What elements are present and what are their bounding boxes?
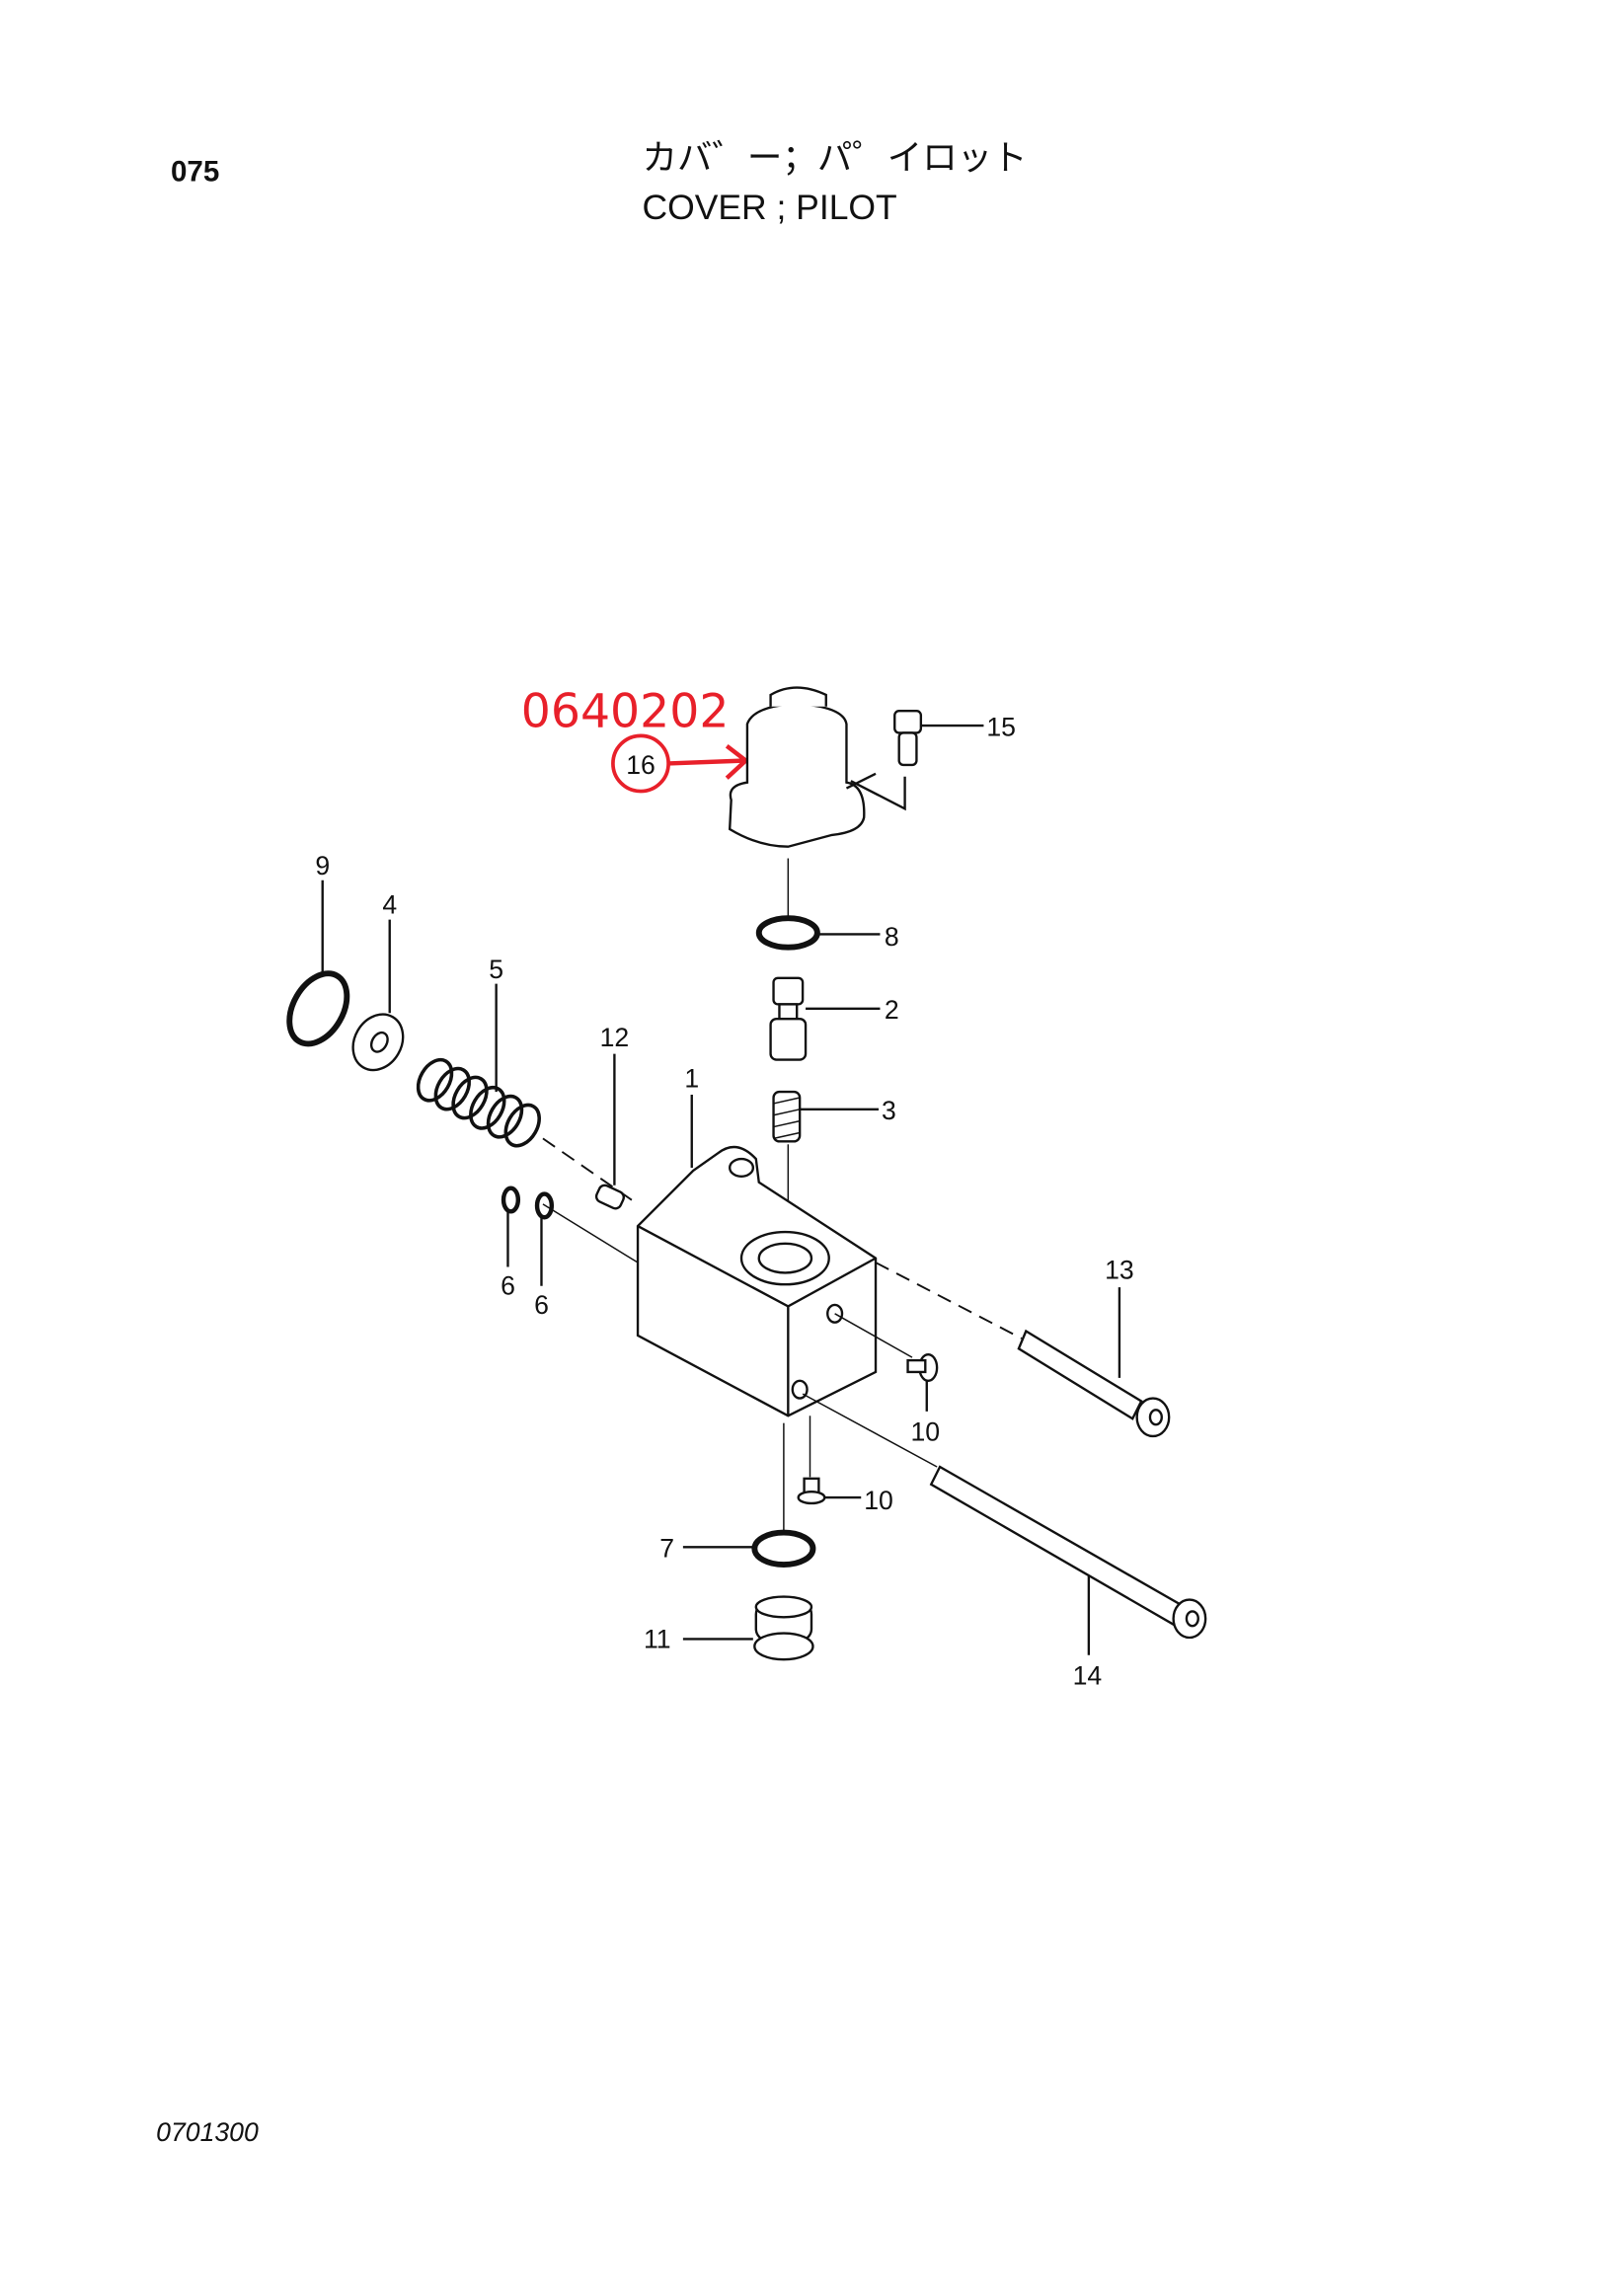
red-arrow-icon (668, 743, 749, 780)
callout-16: 16 (626, 750, 656, 780)
pilot-cover-part (728, 686, 906, 848)
drawing-code: 0701300 (156, 2117, 259, 2147)
valve-body-1 (636, 1145, 878, 1417)
callout-13: 13 (1105, 1255, 1134, 1284)
callout-4: 4 (382, 890, 397, 920)
washer-4 (351, 1013, 405, 1072)
bolt-15 (893, 710, 923, 767)
callout-6a: 6 (501, 1271, 515, 1301)
page-code: 075 (171, 156, 219, 189)
title-english: COVER ; PILOT (642, 188, 896, 227)
bolt-13 (1017, 1329, 1171, 1438)
callout-1: 1 (684, 1064, 699, 1094)
spool-2 (769, 976, 808, 1061)
ring-6b (534, 1191, 555, 1220)
callout-11: 11 (644, 1624, 671, 1653)
spring-5 (416, 1057, 541, 1148)
plug-11 (753, 1595, 814, 1661)
callout-14: 14 (1073, 1660, 1103, 1690)
callout-15: 15 (986, 712, 1016, 741)
screw-10a (906, 1353, 939, 1382)
o-ring-7 (751, 1529, 816, 1569)
callout-8: 8 (885, 922, 899, 952)
callout-2: 2 (885, 995, 899, 1025)
callout-3: 3 (882, 1096, 896, 1125)
bolt-14 (929, 1465, 1207, 1640)
callout-10b: 10 (864, 1486, 893, 1515)
callout-9: 9 (315, 851, 330, 880)
screw-10b (797, 1477, 826, 1505)
o-ring-9 (286, 970, 350, 1047)
callout-5: 5 (489, 955, 503, 984)
callout-10a: 10 (911, 1416, 941, 1446)
callout-7: 7 (659, 1534, 674, 1564)
plug-12 (594, 1184, 626, 1210)
ring-6a (501, 1186, 521, 1214)
callout-12: 12 (600, 1023, 630, 1052)
part-number-annotation: 0640202 (521, 684, 730, 738)
callout-6b: 6 (534, 1290, 549, 1320)
title-japanese: カバ゛ー；パ゜イロット (642, 138, 1027, 178)
o-ring-8 (755, 915, 820, 951)
spring-3 (772, 1090, 802, 1143)
